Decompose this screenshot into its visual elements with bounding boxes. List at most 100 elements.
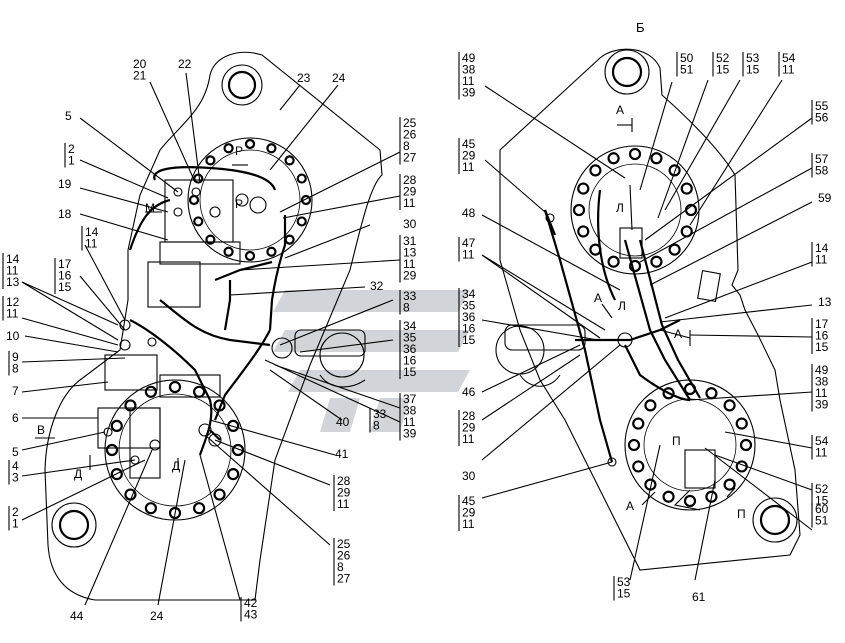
callout-text: 26 <box>337 549 351 563</box>
callout-c5b: 5 <box>12 445 19 459</box>
callout-text: 23 <box>297 71 311 85</box>
callout-text: 38 <box>403 404 417 418</box>
callout-text: А <box>616 103 624 117</box>
callout-text: 14 <box>815 241 829 255</box>
callout-text: 21 <box>133 69 147 83</box>
right-top-sprocket <box>570 145 700 275</box>
sprocket-hole <box>110 419 123 432</box>
callout-rP2: П <box>737 507 746 521</box>
callout-c5a: 5 <box>65 109 72 123</box>
callout-text: 16 <box>815 329 829 343</box>
callout-text: 11 <box>403 196 416 210</box>
callout-rA4: А <box>626 499 634 513</box>
callout-text: 20 <box>133 57 147 71</box>
callout-text: 8 <box>373 419 380 433</box>
sprocket-hole <box>168 506 182 520</box>
callout-text: 15 <box>746 63 760 77</box>
sprocket-hole <box>723 399 736 412</box>
callout-r61: 61 <box>692 590 706 604</box>
callout-c9_8: 98 <box>8 350 19 376</box>
callout-text: 13 <box>818 295 832 309</box>
callout-text: Л <box>618 299 626 313</box>
callout-text: А <box>594 291 602 305</box>
callout-text: 6 <box>12 411 19 425</box>
callout-text: 16 <box>462 322 476 336</box>
top-valve-block <box>147 261 201 308</box>
leader-lines <box>21 72 813 606</box>
callout-text: 33 <box>373 407 387 421</box>
callout-c19: 19 <box>58 177 72 191</box>
sprocket-hole <box>193 385 206 398</box>
callout-c10: 10 <box>6 329 20 343</box>
callout-text: 28 <box>462 409 476 423</box>
sprocket-hole <box>205 155 216 166</box>
callout-text: Р <box>235 197 243 211</box>
sprocket-hole <box>628 147 642 161</box>
callout-text: 36 <box>462 310 476 324</box>
callout-text: 29 <box>403 269 417 283</box>
callout-c23: 23 <box>297 71 311 85</box>
callout-text: 49 <box>462 51 476 65</box>
sprocket-hole <box>223 143 234 154</box>
sprocket-hole <box>668 164 681 177</box>
callout-text: 11 <box>85 237 98 251</box>
sprocket-hole <box>683 494 697 508</box>
callout-text: 47 <box>462 236 476 250</box>
sprocket-hole <box>577 182 590 195</box>
right-link-arm <box>504 324 586 351</box>
sprocket-hole <box>668 243 681 256</box>
callout-text: 11 <box>462 517 475 531</box>
callout-text: 48 <box>462 206 476 220</box>
sprocket-hole <box>589 164 602 177</box>
callout-c30a: 30 <box>403 217 417 231</box>
sprocket-hole <box>705 387 718 400</box>
sprocket-hole <box>193 502 206 515</box>
sprocket-hole <box>632 417 645 430</box>
callout-text: 41 <box>335 447 349 461</box>
callout-text: 31 <box>403 234 417 248</box>
callout-text: 59 <box>818 191 832 205</box>
callout-text: 30 <box>462 469 476 483</box>
callout-rL2: Л <box>618 299 626 313</box>
callout-text: 25 <box>337 537 351 551</box>
callout-text: 5 <box>12 445 19 459</box>
callout-text: 11 <box>462 160 475 174</box>
callout-rA2: А <box>594 291 602 305</box>
callout-text: 32 <box>370 279 384 293</box>
left-bottom-lug-hole <box>58 509 90 541</box>
callout-text: 2 <box>68 142 75 156</box>
callout-text: 15 <box>815 494 829 508</box>
left-tee-fitting <box>271 337 293 359</box>
callout-text: 36 <box>403 342 417 356</box>
callout-text: М <box>145 201 155 215</box>
sprocket-hole <box>266 143 277 154</box>
sprocket-hole <box>680 182 693 195</box>
callout-text: 52 <box>716 51 730 65</box>
callout-text: 53 <box>617 575 631 589</box>
callout-c22: 22 <box>178 57 192 71</box>
callout-text: 24 <box>332 71 346 85</box>
callout-text: Д <box>172 459 180 473</box>
callout-text: 15 <box>462 333 476 347</box>
callout-text: 17 <box>58 257 72 271</box>
callout-text: 13 <box>6 275 20 289</box>
callout-text: 8 <box>403 301 410 315</box>
callout-text: Л <box>616 201 624 215</box>
callout-text: 57 <box>815 152 829 166</box>
callout-r48: 48 <box>462 206 476 220</box>
bottom-valve-block <box>104 354 158 391</box>
right-tee-fitting <box>617 332 633 348</box>
callout-rA3: А <box>674 327 682 341</box>
callout-r13: 13 <box>818 295 832 309</box>
callout-text: 39 <box>462 86 476 100</box>
callout-text: 7 <box>12 384 19 398</box>
